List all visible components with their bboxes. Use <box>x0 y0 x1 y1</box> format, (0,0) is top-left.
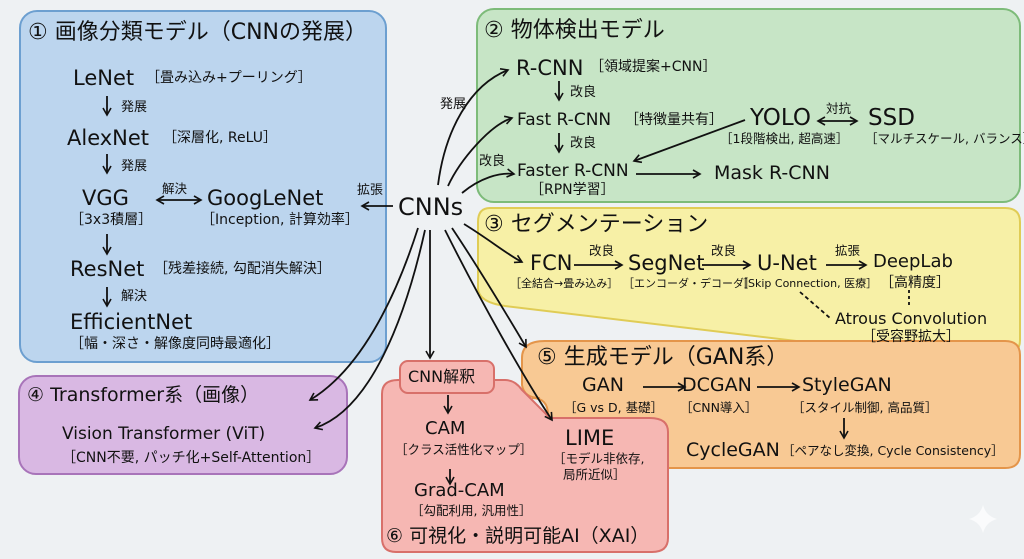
dcgan-desc: ［CNN導入］ <box>680 400 758 415</box>
cyclegan-node[interactable]: CycleGAN <box>686 439 780 461</box>
efficientnet-node[interactable]: EfficientNet <box>70 310 193 334</box>
fcn-node[interactable]: FCN <box>530 251 573 275</box>
edge-label: 改良 <box>570 136 597 151</box>
unet-desc: ［Skip Connection, 医療］ <box>737 277 878 290</box>
generative-title: ⑤ 生成モデル（GAN系） <box>537 345 789 370</box>
hub-cnns[interactable]: CNNs <box>398 193 464 221</box>
stylegan-desc: ［スタイル制御, 高品質］ <box>792 400 938 415</box>
edge-label-develop: 発展 <box>440 97 467 112</box>
alexnet-node[interactable]: AlexNet <box>67 126 150 150</box>
edge-hub-rcnn <box>437 68 510 186</box>
edge-label: 改良 <box>711 243 737 258</box>
atrous-node[interactable]: Atrous Convolution <box>835 309 988 328</box>
googlenet-desc: ［Inception, 計算効率］ <box>201 212 359 228</box>
deeplab-desc: ［高精度］ <box>880 275 950 291</box>
rcnn-desc: ［領域提案+CNN］ <box>590 59 717 75</box>
xai-tab <box>399 360 495 394</box>
lime-desc-1: ［モデル非依存, <box>553 451 645 466</box>
lime-node[interactable]: LIME <box>565 426 615 450</box>
deeplab-node[interactable]: DeepLab <box>873 251 953 272</box>
segnet-node[interactable]: SegNet <box>628 251 705 275</box>
xai-tab-label[interactable]: CNN解釈 <box>408 367 476 386</box>
ssd-desc: ［マルチスケール, バランス］ <box>865 131 1024 146</box>
vgg-node[interactable]: VGG <box>82 186 129 210</box>
transformer-title: ④ Transformer系（画像） <box>27 384 260 406</box>
yolo-desc: ［1段階検出, 超高速］ <box>720 131 849 146</box>
edge-hub-fast <box>447 115 514 187</box>
gradcam-node[interactable]: Grad-CAM <box>414 480 505 501</box>
cam-desc: ［クラス活性化マップ］ <box>395 442 533 457</box>
transformer-panel <box>18 375 348 475</box>
alexnet-desc: ［深層化, ReLU］ <box>163 130 277 146</box>
detection-panel <box>476 8 1021 203</box>
xai-title: ⑥ 可視化・説明可能AI（XAI） <box>386 525 650 547</box>
vit-node[interactable]: Vision Transformer (ViT) <box>62 424 266 444</box>
faster-rcnn-node[interactable]: Faster R-CNN <box>517 161 629 181</box>
segmentation-title: ③ セグメンテーション <box>484 212 709 237</box>
yolo-node[interactable]: YOLO <box>750 105 811 131</box>
gradcam-desc: ［勾配利用, 汎用性］ <box>411 503 532 518</box>
edge-label: 発展 <box>121 100 148 115</box>
vit-desc: ［CNN不要, パッチ化+Self-Attention］ <box>62 450 321 466</box>
segnet-desc: ［エンコーダ・デコーダ］ <box>623 277 755 290</box>
resnet-node[interactable]: ResNet <box>70 257 145 281</box>
faster-rcnn-desc: ［RPN学習］ <box>530 182 615 198</box>
xai-panel <box>381 379 669 553</box>
efficientnet-desc: ［幅・深さ・解像度同時最適化］ <box>70 336 280 352</box>
fcn-desc: ［全結合→畳み込み］ <box>510 277 619 290</box>
lime-desc-2: 局所近似］ <box>563 467 626 482</box>
cyclegan-desc: ［ペアなし変換, Cycle Consistency］ <box>782 443 1004 458</box>
gan-desc: ［G vs D, 基礎］ <box>564 400 664 415</box>
sparkle-icon <box>969 505 997 533</box>
edge-hub-vit <box>313 229 426 431</box>
edge-hub-faster <box>461 168 516 194</box>
fast-rcnn-node[interactable]: Fast R-CNN <box>517 110 612 130</box>
edge-hub-transformer <box>308 227 419 401</box>
edge-hub-fcn <box>463 223 524 264</box>
classification-panel <box>19 10 387 363</box>
vgg-googlenet-label: 解決 <box>162 181 188 196</box>
unet-node[interactable]: U-Net <box>757 251 817 275</box>
vgg-desc: ［3x3積層］ <box>70 212 153 228</box>
edge-label: 改良 <box>570 85 597 100</box>
mask-rcnn-node[interactable]: Mask R-CNN <box>714 162 830 184</box>
fast-rcnn-desc: ［特徴量共有］ <box>625 112 723 128</box>
resnet-desc: ［残差接続, 勾配消失解決］ <box>154 261 331 277</box>
atrous-desc: ［受容野拡大］ <box>862 329 960 345</box>
edge-label: 改良 <box>589 243 615 258</box>
stylegan-node[interactable]: StyleGAN <box>802 374 892 396</box>
edge-hub-gan <box>451 227 527 349</box>
edge-label-expand: 拡張 <box>357 183 384 198</box>
edge-label: 発展 <box>121 159 148 174</box>
yolo-ssd-label: 対抗 <box>826 101 852 116</box>
ssd-node[interactable]: SSD <box>868 105 915 131</box>
classification-title: ① 画像分類モデル（CNNの発展） <box>28 20 367 45</box>
gan-node[interactable]: GAN <box>582 374 624 396</box>
cam-node[interactable]: CAM <box>425 418 466 439</box>
googlenet-node[interactable]: GoogLeNet <box>207 186 324 210</box>
edge-label-improve: 改良 <box>479 154 506 169</box>
lenet-desc: ［畳み込み+プーリング］ <box>146 70 312 86</box>
lenet-node[interactable]: LeNet <box>73 66 135 90</box>
rcnn-node[interactable]: R-CNN <box>516 56 584 80</box>
detection-title: ② 物体検出モデル <box>484 18 665 43</box>
edge-hub-lime <box>444 229 553 422</box>
edge-label: 拡張 <box>835 243 861 258</box>
edge-label: 解決 <box>121 289 148 304</box>
dcgan-node[interactable]: DCGAN <box>682 374 752 396</box>
